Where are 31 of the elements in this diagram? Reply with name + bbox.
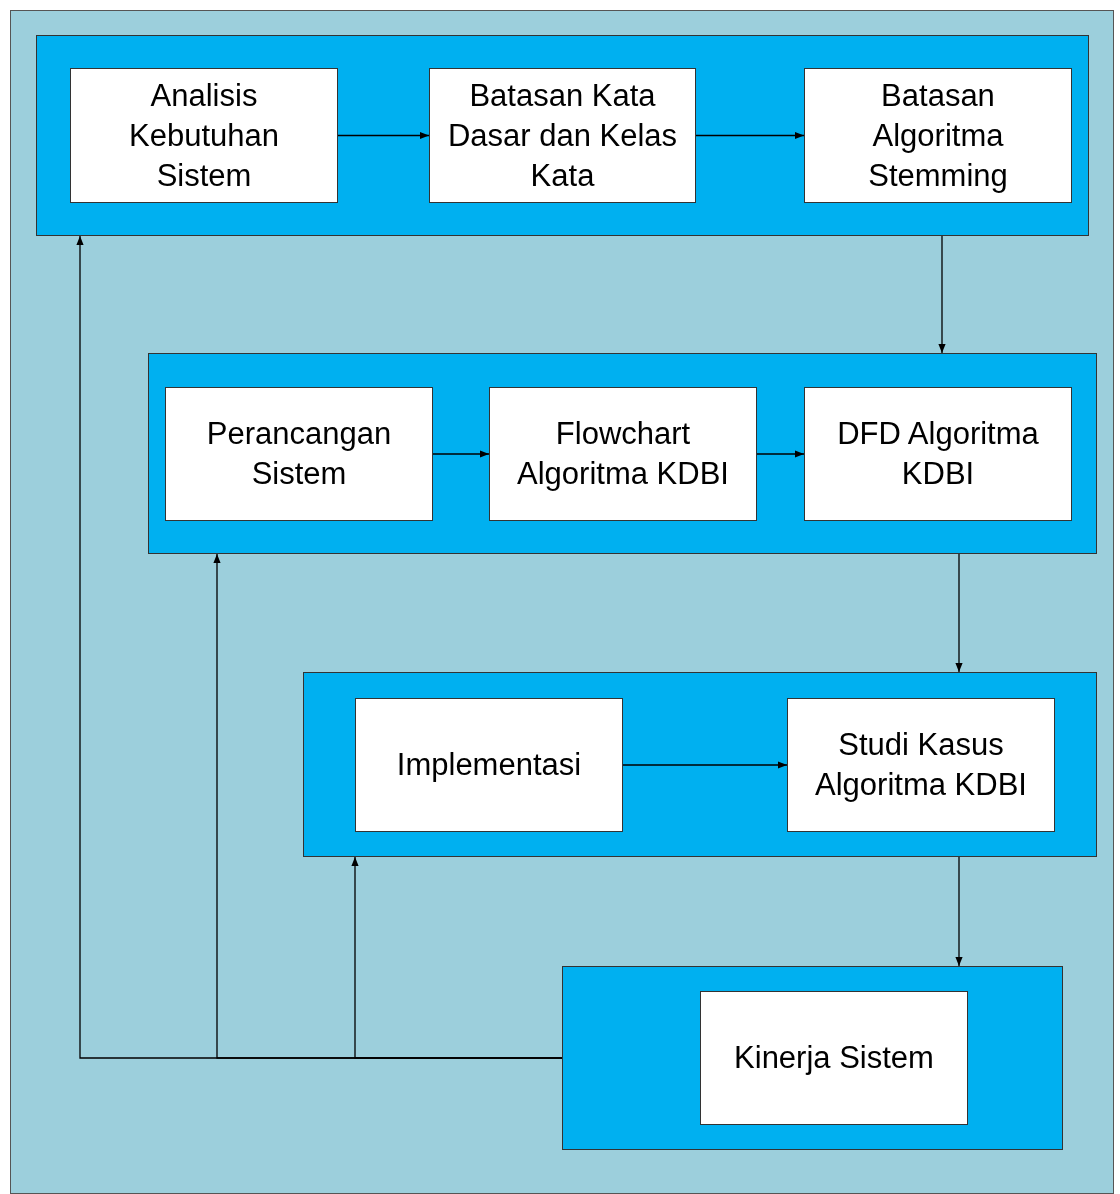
arrow [955, 856, 963, 967]
arrow [756, 450, 805, 458]
box-label: Kinerja Sistem [733, 1039, 935, 1077]
process-box [165, 387, 433, 521]
arrow [337, 131, 430, 140]
group-box [303, 672, 1097, 857]
box-label: Batasan Algoritma Stemming [867, 76, 1009, 195]
process-box [355, 698, 623, 832]
group-box [36, 35, 1089, 236]
arrow [955, 553, 963, 673]
box-label: Perancangan Sistem [205, 415, 393, 493]
box-label: Flowchart Algoritma KDBI [516, 415, 730, 493]
arrow [622, 761, 788, 769]
process-box [70, 68, 338, 203]
process-box [804, 68, 1072, 203]
arrow [695, 131, 805, 140]
process-box [429, 68, 696, 203]
box-label: DFD Algoritma KDBI [836, 415, 1040, 493]
box-label: Studi Kasus Algoritma KDBI [814, 726, 1028, 804]
arrow [432, 450, 490, 458]
group-box [562, 966, 1063, 1150]
group-box [148, 353, 1097, 554]
process-box [700, 991, 968, 1125]
box-label: Batasan Kata Dasar dan Kelas Kata [446, 76, 679, 195]
process-box [787, 698, 1055, 832]
process-box [489, 387, 757, 521]
box-label: Implementasi [395, 746, 583, 784]
box-label: Analisis Kebutuhan Sistem [128, 76, 280, 195]
process-box [804, 387, 1072, 521]
arrow [351, 856, 563, 1059]
arrow [938, 235, 946, 354]
